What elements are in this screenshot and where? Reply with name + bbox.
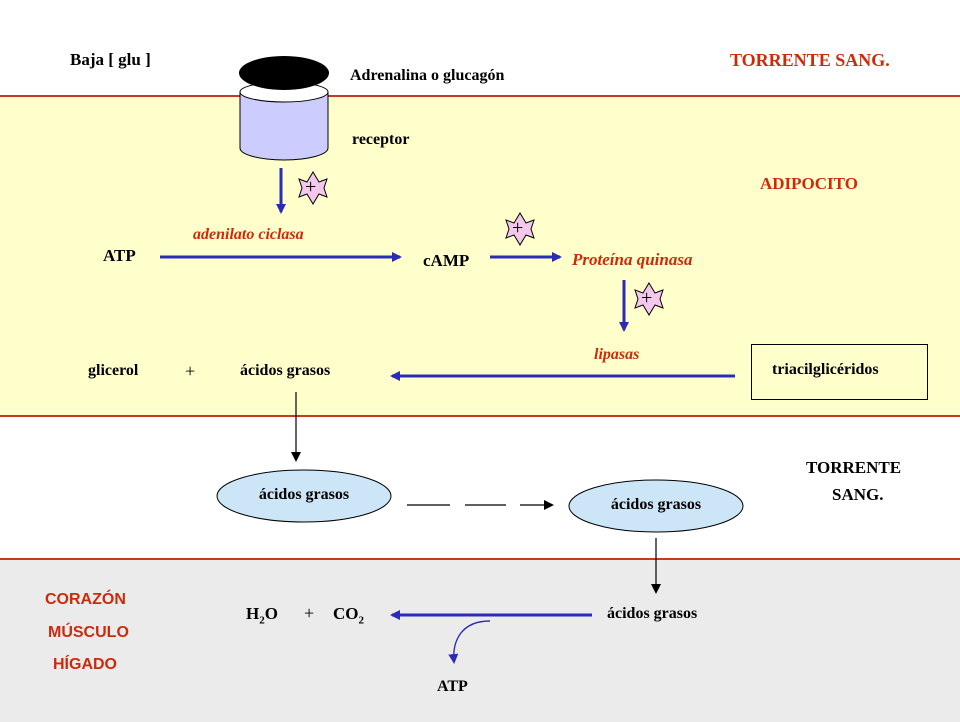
fa-blood-ellipse-left [216, 469, 392, 523]
water-label: H2O [246, 604, 278, 627]
atp-yield-label: ATP [437, 678, 468, 695]
ligand-icon [239, 56, 329, 90]
adipocito-label: ADIPOCITO [760, 174, 858, 193]
blood-stream-label-line2: SANG. [832, 485, 884, 504]
activator-sign: + [512, 217, 524, 239]
acidos-grasos-blood-right: ácidos grasos [610, 496, 702, 513]
activator-star-icon [505, 212, 535, 246]
triacilgliceridos-box [751, 344, 928, 400]
blood-stream-top-label: TORRENTE SANG. [730, 50, 890, 70]
activator-sign: + [641, 287, 653, 309]
receptor-label: receptor [352, 131, 410, 148]
lipasas-label: lipasas [594, 346, 640, 363]
activator-star-icon [634, 282, 664, 316]
adenilato-ciclasa-label: adenilato ciclasa [193, 226, 304, 243]
co2-label: CO2 [333, 604, 364, 627]
tissue-region [0, 558, 960, 722]
fa-blood-ellipse-right [568, 479, 744, 533]
acidos-grasos-tissue-label: ácidos grasos [607, 605, 698, 622]
ligand-label: Adrenalina o glucagón [350, 67, 505, 84]
tissue-musculo-label: MÚSCULO [48, 624, 129, 641]
plus-sign: + [185, 361, 196, 381]
low-glucose-label: Baja [ glu ] [70, 50, 151, 69]
triacilgliceridos-label: triacilglicéridos [772, 361, 879, 378]
acidos-grasos-blood-left: ácidos grasos [258, 486, 350, 503]
receptor-icon [239, 81, 329, 161]
plus-sign: + [304, 603, 315, 623]
tissue-higado-label: HÍGADO [53, 656, 117, 673]
blood-stream-label-line1: TORRENTE [806, 458, 902, 477]
tissue-corazon-label: CORAZÓN [45, 591, 126, 608]
acidos-grasos-adipocito-label: ácidos grasos [240, 362, 331, 379]
atp-label: ATP [103, 246, 136, 265]
camp-label: cAMP [423, 251, 470, 270]
atp-yield-arrow [448, 620, 491, 664]
activator-star-icon [298, 171, 328, 205]
activator-sign: + [305, 176, 317, 198]
glicerol-label: glicerol [88, 362, 139, 379]
proteina-quinasa-label: Proteína quinasa [572, 250, 693, 269]
